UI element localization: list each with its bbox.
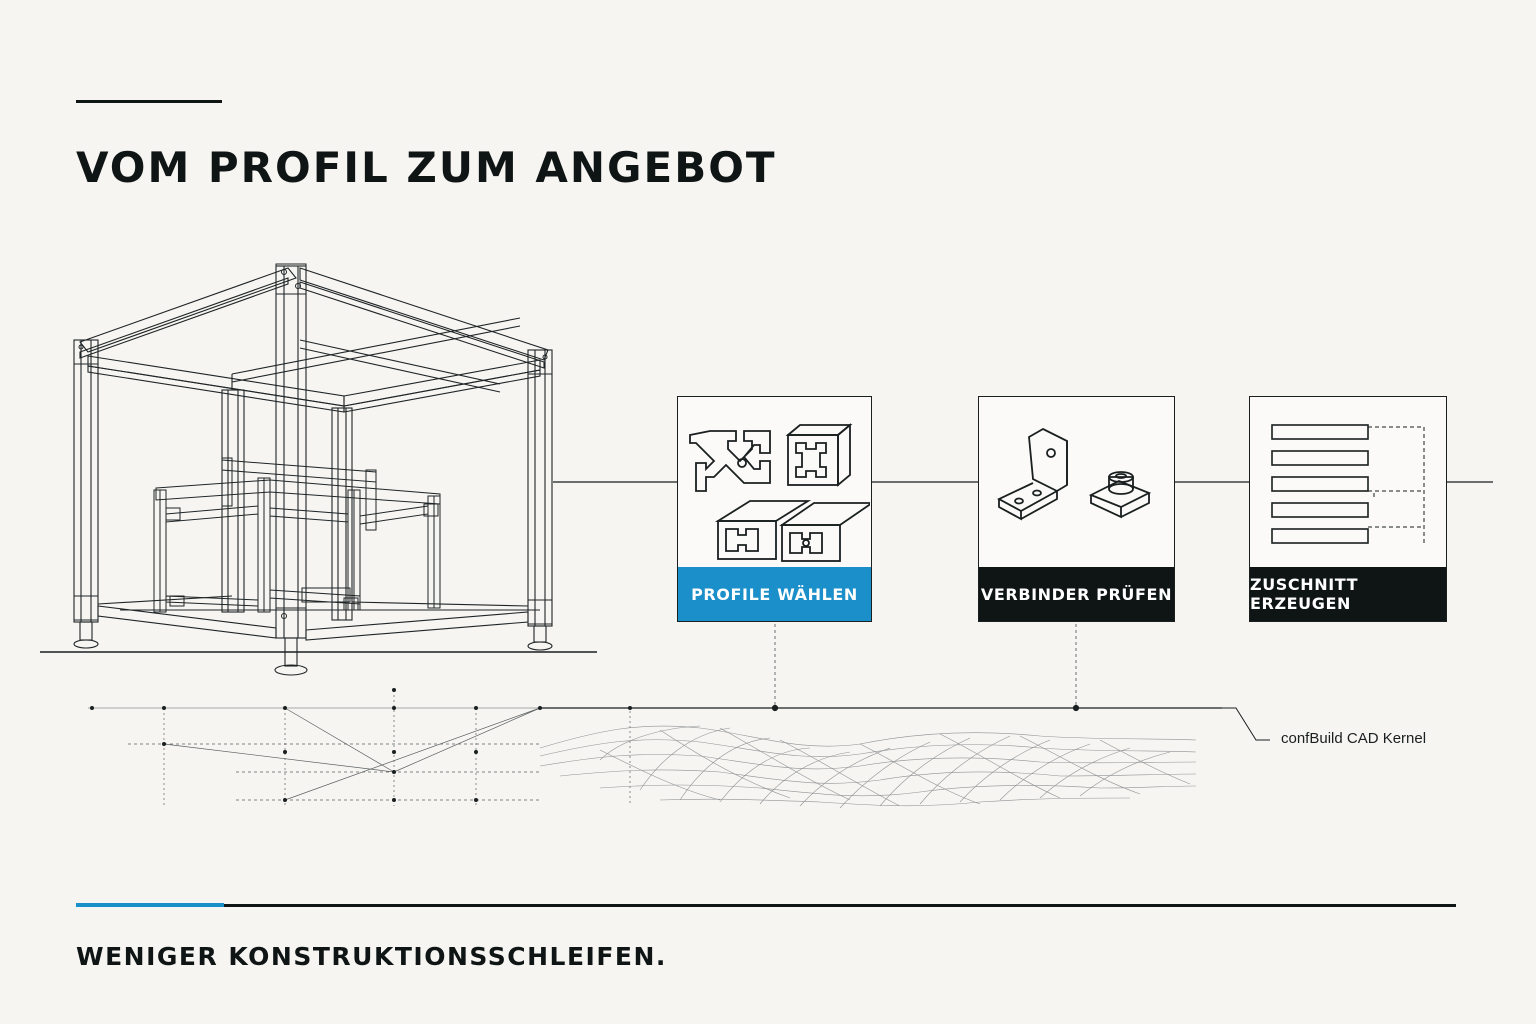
title-rule xyxy=(76,100,222,103)
step-label: ZUSCHNITT ERZEUGEN xyxy=(1250,567,1446,621)
frame-top-rails xyxy=(79,267,549,413)
step-select-profiles: PROFILE WÄHLEN xyxy=(677,396,872,622)
step-label: PROFILE WÄHLEN xyxy=(678,567,871,621)
frame-back-uprights xyxy=(221,389,353,621)
kernel-mesh-surface xyxy=(539,725,1197,809)
connector-bracket-icon xyxy=(997,427,1152,521)
kernel-construction-points xyxy=(90,688,632,802)
aluminium-profiles-icon xyxy=(689,423,870,562)
page-title: VOM PROFIL ZUM ANGEBOT xyxy=(76,143,777,192)
step-label: VERBINDER PRÜFEN xyxy=(979,567,1174,621)
frame-feet xyxy=(73,621,553,676)
footer-rule xyxy=(224,904,1456,907)
step-drop-lines xyxy=(774,624,1077,708)
frame-front-uprights xyxy=(73,265,553,639)
frame-inner-module xyxy=(153,457,441,613)
frame-base-rails xyxy=(97,595,540,641)
kernel-label: confBuild CAD Kernel xyxy=(1281,730,1427,747)
step-check-connectors: VERBINDER PRÜFEN xyxy=(978,396,1175,622)
cut-list-icon xyxy=(1271,424,1425,545)
footer-accent-rule xyxy=(76,903,224,907)
frame-corner-brackets xyxy=(73,263,553,639)
kernel-line xyxy=(88,704,1270,741)
step-generate-cutlist: ZUSCHNITT ERZEUGEN xyxy=(1249,396,1447,622)
aluminium-frame-illustration xyxy=(73,263,553,676)
footer-tagline: WENIGER KONSTRUKTIONSSCHLEIFEN. xyxy=(76,942,667,971)
